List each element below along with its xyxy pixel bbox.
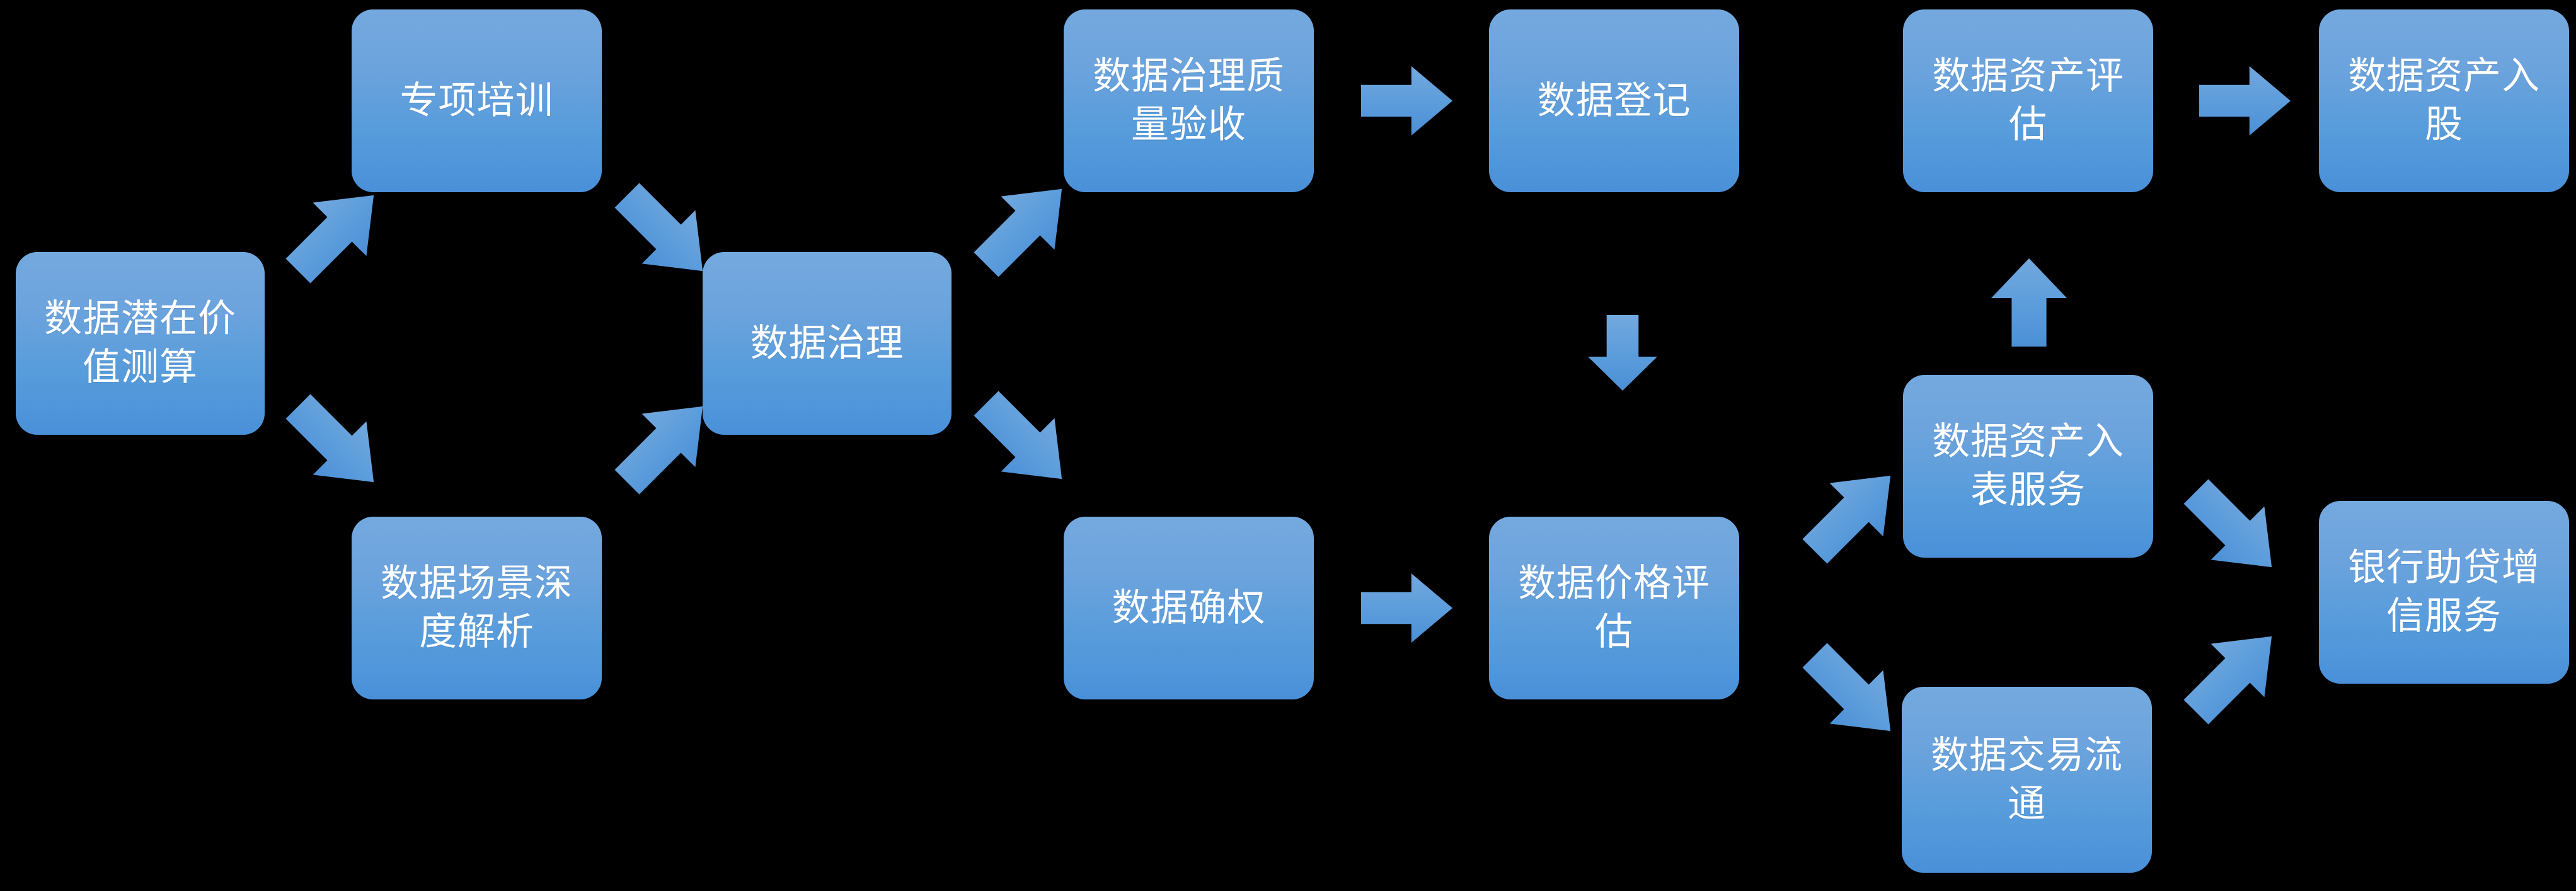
process-node-n6[interactable]: 数据登记 bbox=[1489, 9, 1739, 192]
flow-arrow-right-icon bbox=[1361, 573, 1452, 643]
process-node-n3[interactable]: 数据场景深度解析 bbox=[352, 517, 602, 699]
process-node-n5[interactable]: 数据治理质量验收 bbox=[1064, 9, 1314, 192]
process-node-n11[interactable]: 数据资产入表服务 bbox=[1903, 375, 2153, 558]
process-node-n12[interactable]: 数据交易流通 bbox=[1902, 687, 2152, 873]
process-node-n1[interactable]: 数据潜在价值测算 bbox=[16, 252, 265, 435]
flow-arrow-diagonal-down-icon bbox=[959, 376, 1088, 505]
process-node-label: 银行助贷增信服务 bbox=[2348, 546, 2540, 638]
process-node-label: 数据价格评估 bbox=[1518, 561, 1710, 654]
process-node-label: 数据治理质量验收 bbox=[1093, 54, 1285, 147]
process-node-n9[interactable]: 数据资产评估 bbox=[1903, 9, 2153, 192]
flow-arrow-diagonal-up-icon bbox=[1788, 449, 1917, 578]
process-node-n8[interactable]: 数据价格评估 bbox=[1489, 517, 1739, 699]
process-node-label: 数据确权 bbox=[1112, 585, 1266, 630]
flow-arrow-diagonal-down-icon bbox=[1788, 628, 1917, 757]
flow-arrow-down-icon bbox=[1588, 315, 1657, 391]
process-node-label: 数据场景深度解析 bbox=[381, 561, 573, 654]
flow-arrow-right-icon bbox=[1361, 66, 1452, 135]
flow-arrow-diagonal-down-icon bbox=[271, 379, 400, 509]
process-node-label: 数据资产评估 bbox=[1932, 54, 2124, 147]
process-node-label: 数据交易流通 bbox=[1931, 733, 2123, 826]
flow-arrow-diagonal-down-icon bbox=[2169, 464, 2298, 594]
process-node-n7[interactable]: 数据确权 bbox=[1064, 517, 1314, 699]
process-node-label: 数据资产入股 bbox=[2348, 54, 2540, 147]
process-node-label: 数据治理 bbox=[750, 321, 904, 365]
process-node-n4[interactable]: 数据治理 bbox=[703, 252, 952, 435]
process-node-label: 数据潜在价值测算 bbox=[44, 297, 236, 389]
process-node-n2[interactable]: 专项培训 bbox=[352, 9, 602, 192]
flow-arrow-up-icon bbox=[1991, 258, 2067, 347]
process-node-n10[interactable]: 数据资产入股 bbox=[2319, 9, 2569, 192]
process-node-label: 数据登记 bbox=[1537, 78, 1691, 123]
process-node-label: 专项培训 bbox=[400, 78, 554, 123]
process-node-label: 数据资产入表服务 bbox=[1932, 420, 2124, 512]
flow-arrow-right-icon bbox=[2199, 66, 2291, 135]
process-node-n13[interactable]: 银行助贷增信服务 bbox=[2319, 501, 2569, 684]
flow-arrow-diagonal-up-icon bbox=[2169, 609, 2298, 739]
